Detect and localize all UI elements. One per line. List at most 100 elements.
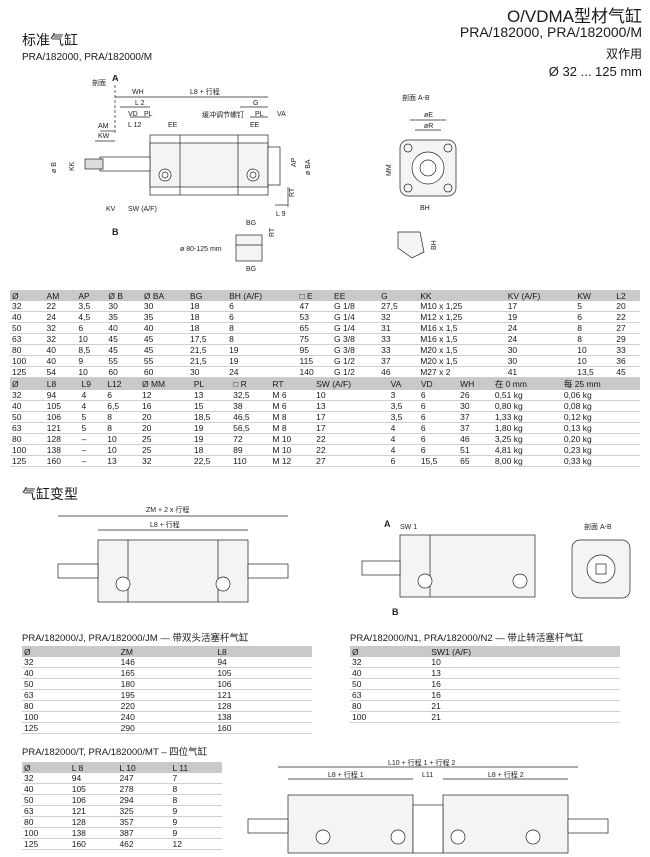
table-cell: 80 bbox=[22, 816, 70, 828]
table-header-cell: 每 25 mm bbox=[561, 378, 640, 390]
table-cell: 41 bbox=[505, 366, 576, 378]
table-cell: 45 bbox=[141, 344, 189, 356]
table-cell: 75 bbox=[297, 333, 333, 345]
table-cell: 47 bbox=[297, 301, 333, 312]
table-cell: 22 bbox=[314, 444, 389, 456]
table-cell: M10 x 1,25 bbox=[418, 301, 506, 312]
table-cell: 32,5 bbox=[231, 390, 271, 401]
table-header-cell: L9 bbox=[79, 378, 106, 390]
table-cell: 65 bbox=[458, 455, 493, 467]
table-cell: 0,20 kg bbox=[561, 433, 640, 445]
table-cell: 160 bbox=[44, 455, 80, 467]
table-header-cell: Ø B bbox=[106, 290, 142, 301]
table-cell: 55 bbox=[106, 355, 142, 367]
table-cell: 8 bbox=[575, 333, 615, 345]
table-header-cell: L 11 bbox=[170, 762, 222, 773]
table-cell: 10 bbox=[76, 366, 107, 378]
table-cell: 0,51 kg bbox=[492, 390, 562, 401]
table-cell: 0,23 kg bbox=[561, 444, 640, 456]
l12-label: L 12 bbox=[128, 122, 141, 129]
table-cell: 32 bbox=[10, 390, 45, 401]
table-cell: M12 x 1,25 bbox=[418, 311, 506, 323]
table-cell: 24 bbox=[44, 311, 77, 323]
anti-rotation-drawing: A SW 1 B 剖面 A-B bbox=[361, 519, 631, 617]
table-cell: 30 bbox=[188, 366, 228, 378]
table-cell: 4,5 bbox=[76, 311, 107, 323]
table-cell: 63 bbox=[22, 805, 70, 817]
table-cell: 80 bbox=[10, 344, 45, 356]
table-cell: 17 bbox=[314, 411, 389, 423]
table-cell: 9 bbox=[170, 816, 222, 828]
va-label: VA bbox=[277, 111, 286, 118]
table-cell: 10 bbox=[314, 390, 389, 401]
r-label: øR bbox=[424, 123, 433, 130]
table-cell: 40 bbox=[44, 355, 77, 367]
table-cell: 35 bbox=[141, 311, 189, 323]
table-header-cell: SW (A/F) bbox=[314, 378, 389, 390]
table-cell: 32 bbox=[44, 322, 77, 334]
table-cell: 100 bbox=[10, 444, 45, 456]
table-cell: 6 bbox=[418, 444, 459, 456]
table-cell: 8 bbox=[170, 783, 222, 795]
table-header-cell: Ø BA bbox=[141, 290, 189, 301]
table-cell: 1,33 kg bbox=[492, 411, 562, 423]
table-cell: 6 bbox=[418, 433, 459, 445]
g-label: G bbox=[253, 100, 258, 107]
table-cell: M 8 bbox=[270, 422, 315, 434]
table-cell: 13 bbox=[314, 400, 389, 412]
four-position-drawing: L10 + 行程 1 + 行程 2 L8 + 行程 1 L11 L8 + 行程 … bbox=[247, 758, 609, 854]
section-title-standard: 标准气缸 bbox=[22, 32, 78, 48]
section-ab-label: 剖面 A-B bbox=[402, 93, 430, 102]
am-label: AM bbox=[98, 123, 109, 130]
table-cell: 19 bbox=[505, 311, 576, 323]
table-cell: 6 bbox=[418, 422, 459, 434]
table-cell: 19 bbox=[191, 422, 232, 434]
variants-title: 气缸变型 bbox=[22, 486, 78, 502]
table-header-cell: KW bbox=[575, 290, 615, 301]
table-cell: 9 bbox=[76, 355, 107, 367]
table-cell: 15,5 bbox=[418, 455, 459, 467]
table-cell: 106 bbox=[69, 794, 118, 806]
bg-label: BG bbox=[246, 220, 256, 227]
table-cell: 27 bbox=[614, 322, 640, 334]
table-cell: 0,08 kg bbox=[561, 400, 640, 412]
table-cell: M27 x 2 bbox=[418, 366, 506, 378]
table-cell: 94 bbox=[69, 773, 118, 784]
table-cell: G 1/8 bbox=[332, 301, 380, 312]
table-cell: 18 bbox=[191, 444, 232, 456]
table-cell: 32 bbox=[350, 657, 430, 668]
table-cell: 8 bbox=[170, 794, 222, 806]
table-cell: 1,80 kg bbox=[492, 422, 562, 434]
bg2-label: BG bbox=[246, 266, 256, 273]
table-cell: 22 bbox=[44, 301, 77, 312]
table-header-cell: WH bbox=[458, 378, 493, 390]
cylinder-side-drawing: A 剖面 L8 + 行程 WH L 2 G VD PL PL VA L 12 E… bbox=[51, 75, 312, 273]
table-cell: 6 bbox=[418, 411, 459, 423]
table-header-cell: Ø bbox=[22, 646, 119, 657]
table-cell: 63 bbox=[22, 689, 119, 701]
table-cell: 325 bbox=[117, 805, 171, 817]
table-cell: 106 bbox=[44, 411, 80, 423]
table-cell: 89 bbox=[231, 444, 271, 456]
table-header-cell: BG bbox=[188, 290, 228, 301]
table-cell: M 10 bbox=[270, 444, 315, 456]
table-header-cell: RT bbox=[270, 378, 315, 390]
table-cell: G 1/2 bbox=[332, 355, 380, 367]
l8-label: L8 + 行程 bbox=[190, 87, 220, 96]
table-cell: 17 bbox=[314, 422, 389, 434]
table-cell: 125 bbox=[22, 722, 119, 734]
table-cell: 24 bbox=[227, 366, 298, 378]
table-cell: 32 bbox=[22, 657, 119, 668]
table-cell: 6 bbox=[76, 322, 107, 334]
table-cell: 94 bbox=[44, 390, 80, 401]
table-cell: 125 bbox=[10, 366, 45, 378]
table-cell: 40 bbox=[22, 667, 119, 679]
table-cell: 121 bbox=[44, 422, 80, 434]
table-cell: 50 bbox=[10, 322, 45, 334]
table-header-cell: L12 bbox=[105, 378, 140, 390]
